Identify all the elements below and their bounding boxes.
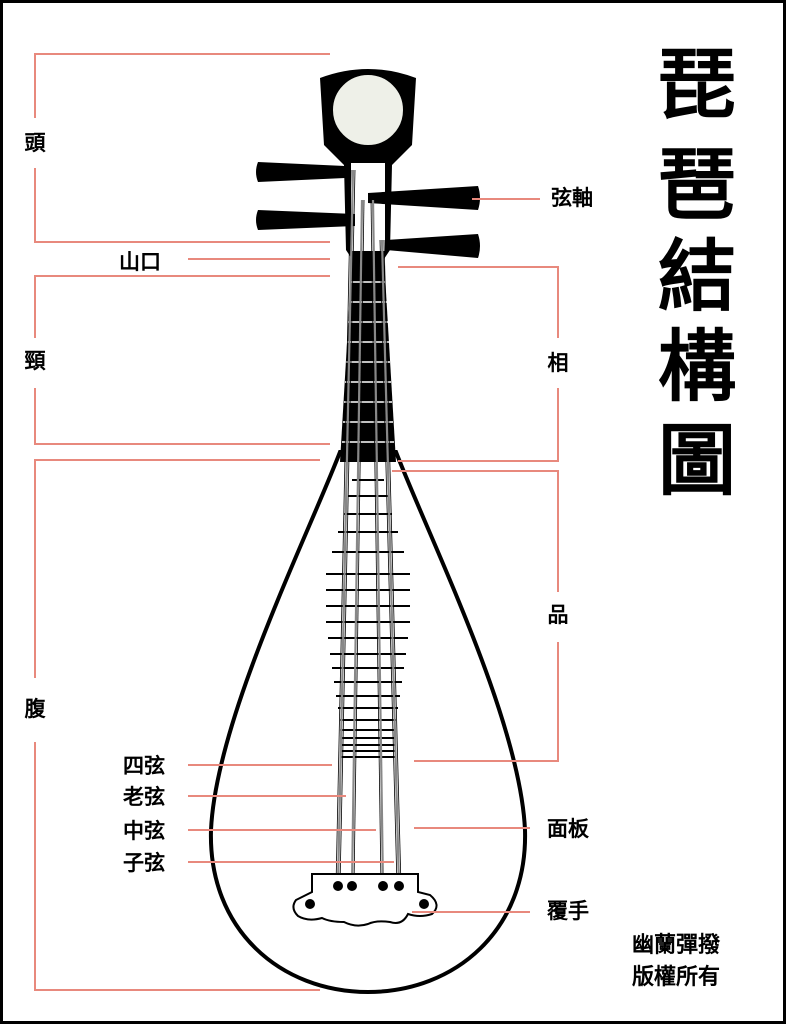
xiang-bracket-lower xyxy=(398,388,559,462)
neck-bracket xyxy=(34,275,330,338)
tuning-peg-left-1 xyxy=(256,162,345,182)
credit-line-1: 幽蘭彈撥 xyxy=(632,932,721,958)
label-string4: 四弦 xyxy=(123,754,165,778)
label-tuning-pegs: 弦軸 xyxy=(551,186,593,210)
title-char-4: 構 xyxy=(658,322,736,412)
tuning-peg-left-2 xyxy=(256,210,355,230)
head-bracket-lower xyxy=(34,168,330,243)
label-pin: 品 xyxy=(548,603,569,627)
label-nut: 山口 xyxy=(119,250,161,274)
peg-box xyxy=(349,161,387,253)
label-soundboard: 面板 xyxy=(547,817,590,841)
neck-bracket-lower xyxy=(34,388,330,445)
title-char-3: 結 xyxy=(658,232,736,322)
pipa-instrument xyxy=(208,69,528,995)
leader-lines xyxy=(34,53,559,991)
label-bridge: 覆手 xyxy=(547,899,589,923)
title-char-2: 琶 xyxy=(658,140,736,230)
label-string1: 子弦 xyxy=(123,851,165,875)
label-head: 頭 xyxy=(25,131,47,155)
string-4 xyxy=(336,169,355,887)
label-neck: 頸 xyxy=(25,349,47,373)
belly-bracket xyxy=(34,459,320,678)
tuning-peg-right-1 xyxy=(368,186,480,210)
credit-block: 幽蘭彈撥 版權所有 xyxy=(632,932,721,990)
diagram-title: 琵 琶 結 構 圖 xyxy=(658,40,736,506)
label-string2: 中弦 xyxy=(123,819,165,843)
bridge-string-holes xyxy=(305,881,429,909)
belly-bracket-lower xyxy=(34,742,320,991)
title-char-1: 琵 xyxy=(658,40,736,130)
tuning-peg-right-2 xyxy=(386,234,480,258)
string-2 xyxy=(371,199,385,887)
pin-bracket-lower xyxy=(414,642,559,762)
string-1 xyxy=(380,239,401,887)
head-disc xyxy=(331,73,405,147)
head-bracket xyxy=(34,53,330,118)
pipa-body xyxy=(208,450,528,995)
credit-line-2: 版權所有 xyxy=(632,964,720,990)
strings xyxy=(336,169,401,887)
part-labels: 頭 山口 頸 腹 弦軸 相 品 四弦 老弦 中弦 子弦 面板 覆手 xyxy=(25,131,594,923)
pin-bracket xyxy=(392,470,559,592)
label-belly: 腹 xyxy=(25,697,47,721)
string-3 xyxy=(350,199,364,887)
label-xiang: 相 xyxy=(548,351,569,375)
string-outlines xyxy=(335,169,402,887)
pin-frets xyxy=(326,479,410,758)
xiang-bracket xyxy=(398,266,559,338)
label-string3: 老弦 xyxy=(123,785,165,809)
title-char-5: 圖 xyxy=(658,416,736,506)
